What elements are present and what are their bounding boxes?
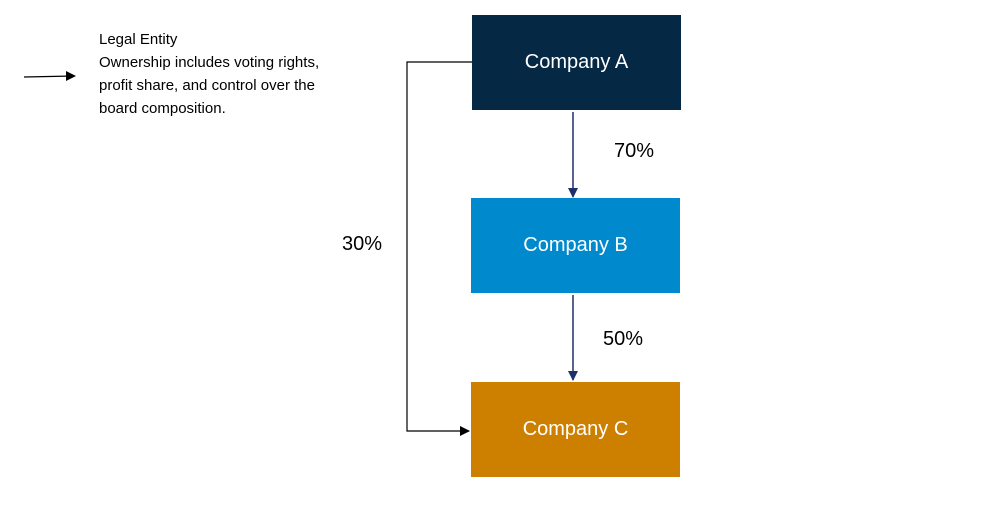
legend-description: Ownership includes voting rights, profit… [99,54,320,117]
arrow-a-to-c [406,61,472,436]
company-c-box: Company C [471,382,680,477]
company-b-box: Company B [471,198,680,293]
legend: Legal Entity Ownership includes voting r… [99,28,339,120]
company-c-label: Company C [522,418,629,440]
ownership-a-b-percent: 70% [614,140,655,162]
ownership-a-c-percent: 30% [342,233,383,255]
ownership-b-c-percent: 50% [603,328,644,350]
company-a-label: Company A [524,51,629,73]
legend-arrow-icon [23,71,76,81]
company-b-label: Company B [523,234,628,256]
company-a-box: Company A [472,15,681,110]
legend-title: Legal Entity [99,31,178,48]
